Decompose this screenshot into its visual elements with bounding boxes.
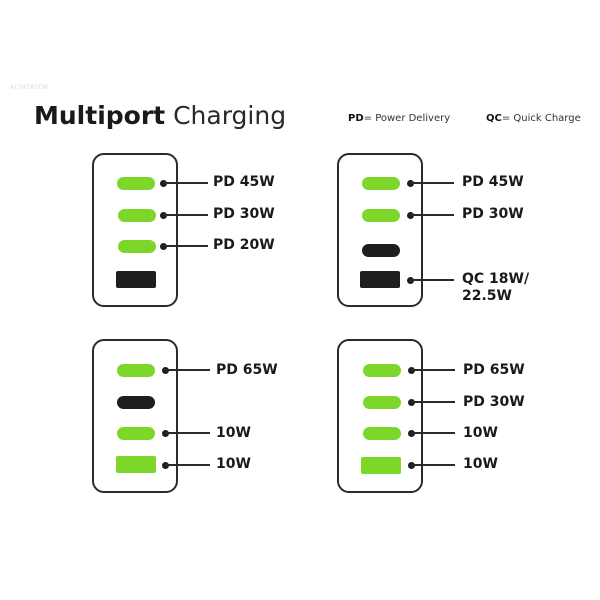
usb-a-port xyxy=(116,456,156,473)
title-light: Charging xyxy=(173,101,287,130)
usb-c-port xyxy=(118,209,156,222)
usb-a-port xyxy=(361,457,401,474)
connector-line xyxy=(165,432,210,434)
port-label: 10W xyxy=(463,425,498,441)
connector-line xyxy=(165,464,210,466)
usb-c-port xyxy=(363,396,401,409)
port-label: PD 30W xyxy=(213,206,275,222)
usb-c-port xyxy=(118,240,156,253)
port-label: 10W xyxy=(463,456,498,472)
legend-qc-abbr: QC xyxy=(486,113,502,124)
legend-qc: QC= Quick Charge xyxy=(486,112,581,125)
connector-line xyxy=(163,182,208,184)
usb-c-port xyxy=(362,177,400,190)
legend-pd-abbr: PD xyxy=(348,113,364,124)
usb-c-port xyxy=(117,427,155,440)
usb-c-port xyxy=(362,209,400,222)
usb-a-port xyxy=(360,271,400,288)
usb-c-port xyxy=(363,427,401,440)
port-label: 10W xyxy=(216,425,251,441)
connector-line xyxy=(410,279,454,281)
usb-c-port xyxy=(117,364,155,377)
usb-a-port xyxy=(116,271,156,288)
port-label: PD 65W xyxy=(463,362,525,378)
connector-line xyxy=(411,369,455,371)
port-label: PD 65W xyxy=(216,362,278,378)
port-label: PD 30W xyxy=(462,206,524,222)
usb-c-port xyxy=(362,244,400,257)
connector-line xyxy=(410,182,454,184)
title-bold: Multiport xyxy=(34,101,166,130)
port-label: PD 45W xyxy=(462,174,524,190)
port-label: QC 18W/ xyxy=(462,271,530,287)
legend-qc-text: = Quick Charge xyxy=(501,113,581,124)
port-label: PD 20W xyxy=(213,237,275,253)
connector-line xyxy=(165,369,210,371)
port-label: PD 45W xyxy=(213,174,275,190)
connector-line xyxy=(163,245,208,247)
connector-line xyxy=(411,401,455,403)
page-title: Multiport Charging xyxy=(34,101,286,131)
port-label: 10W xyxy=(216,456,251,472)
legend-pd-text: = Power Delivery xyxy=(363,113,451,124)
legend-pd: PD= Power Delivery xyxy=(348,112,450,125)
port-label-line2: 22.5W xyxy=(462,288,512,304)
usb-c-port xyxy=(363,364,401,377)
port-label: PD 30W xyxy=(463,394,525,410)
usb-c-port xyxy=(117,396,155,409)
watermark-text: ALTHEATEW xyxy=(10,84,49,91)
usb-c-port xyxy=(117,177,155,190)
connector-line xyxy=(411,432,455,434)
connector-line xyxy=(163,214,208,216)
connector-line xyxy=(411,464,455,466)
connector-line xyxy=(410,214,454,216)
